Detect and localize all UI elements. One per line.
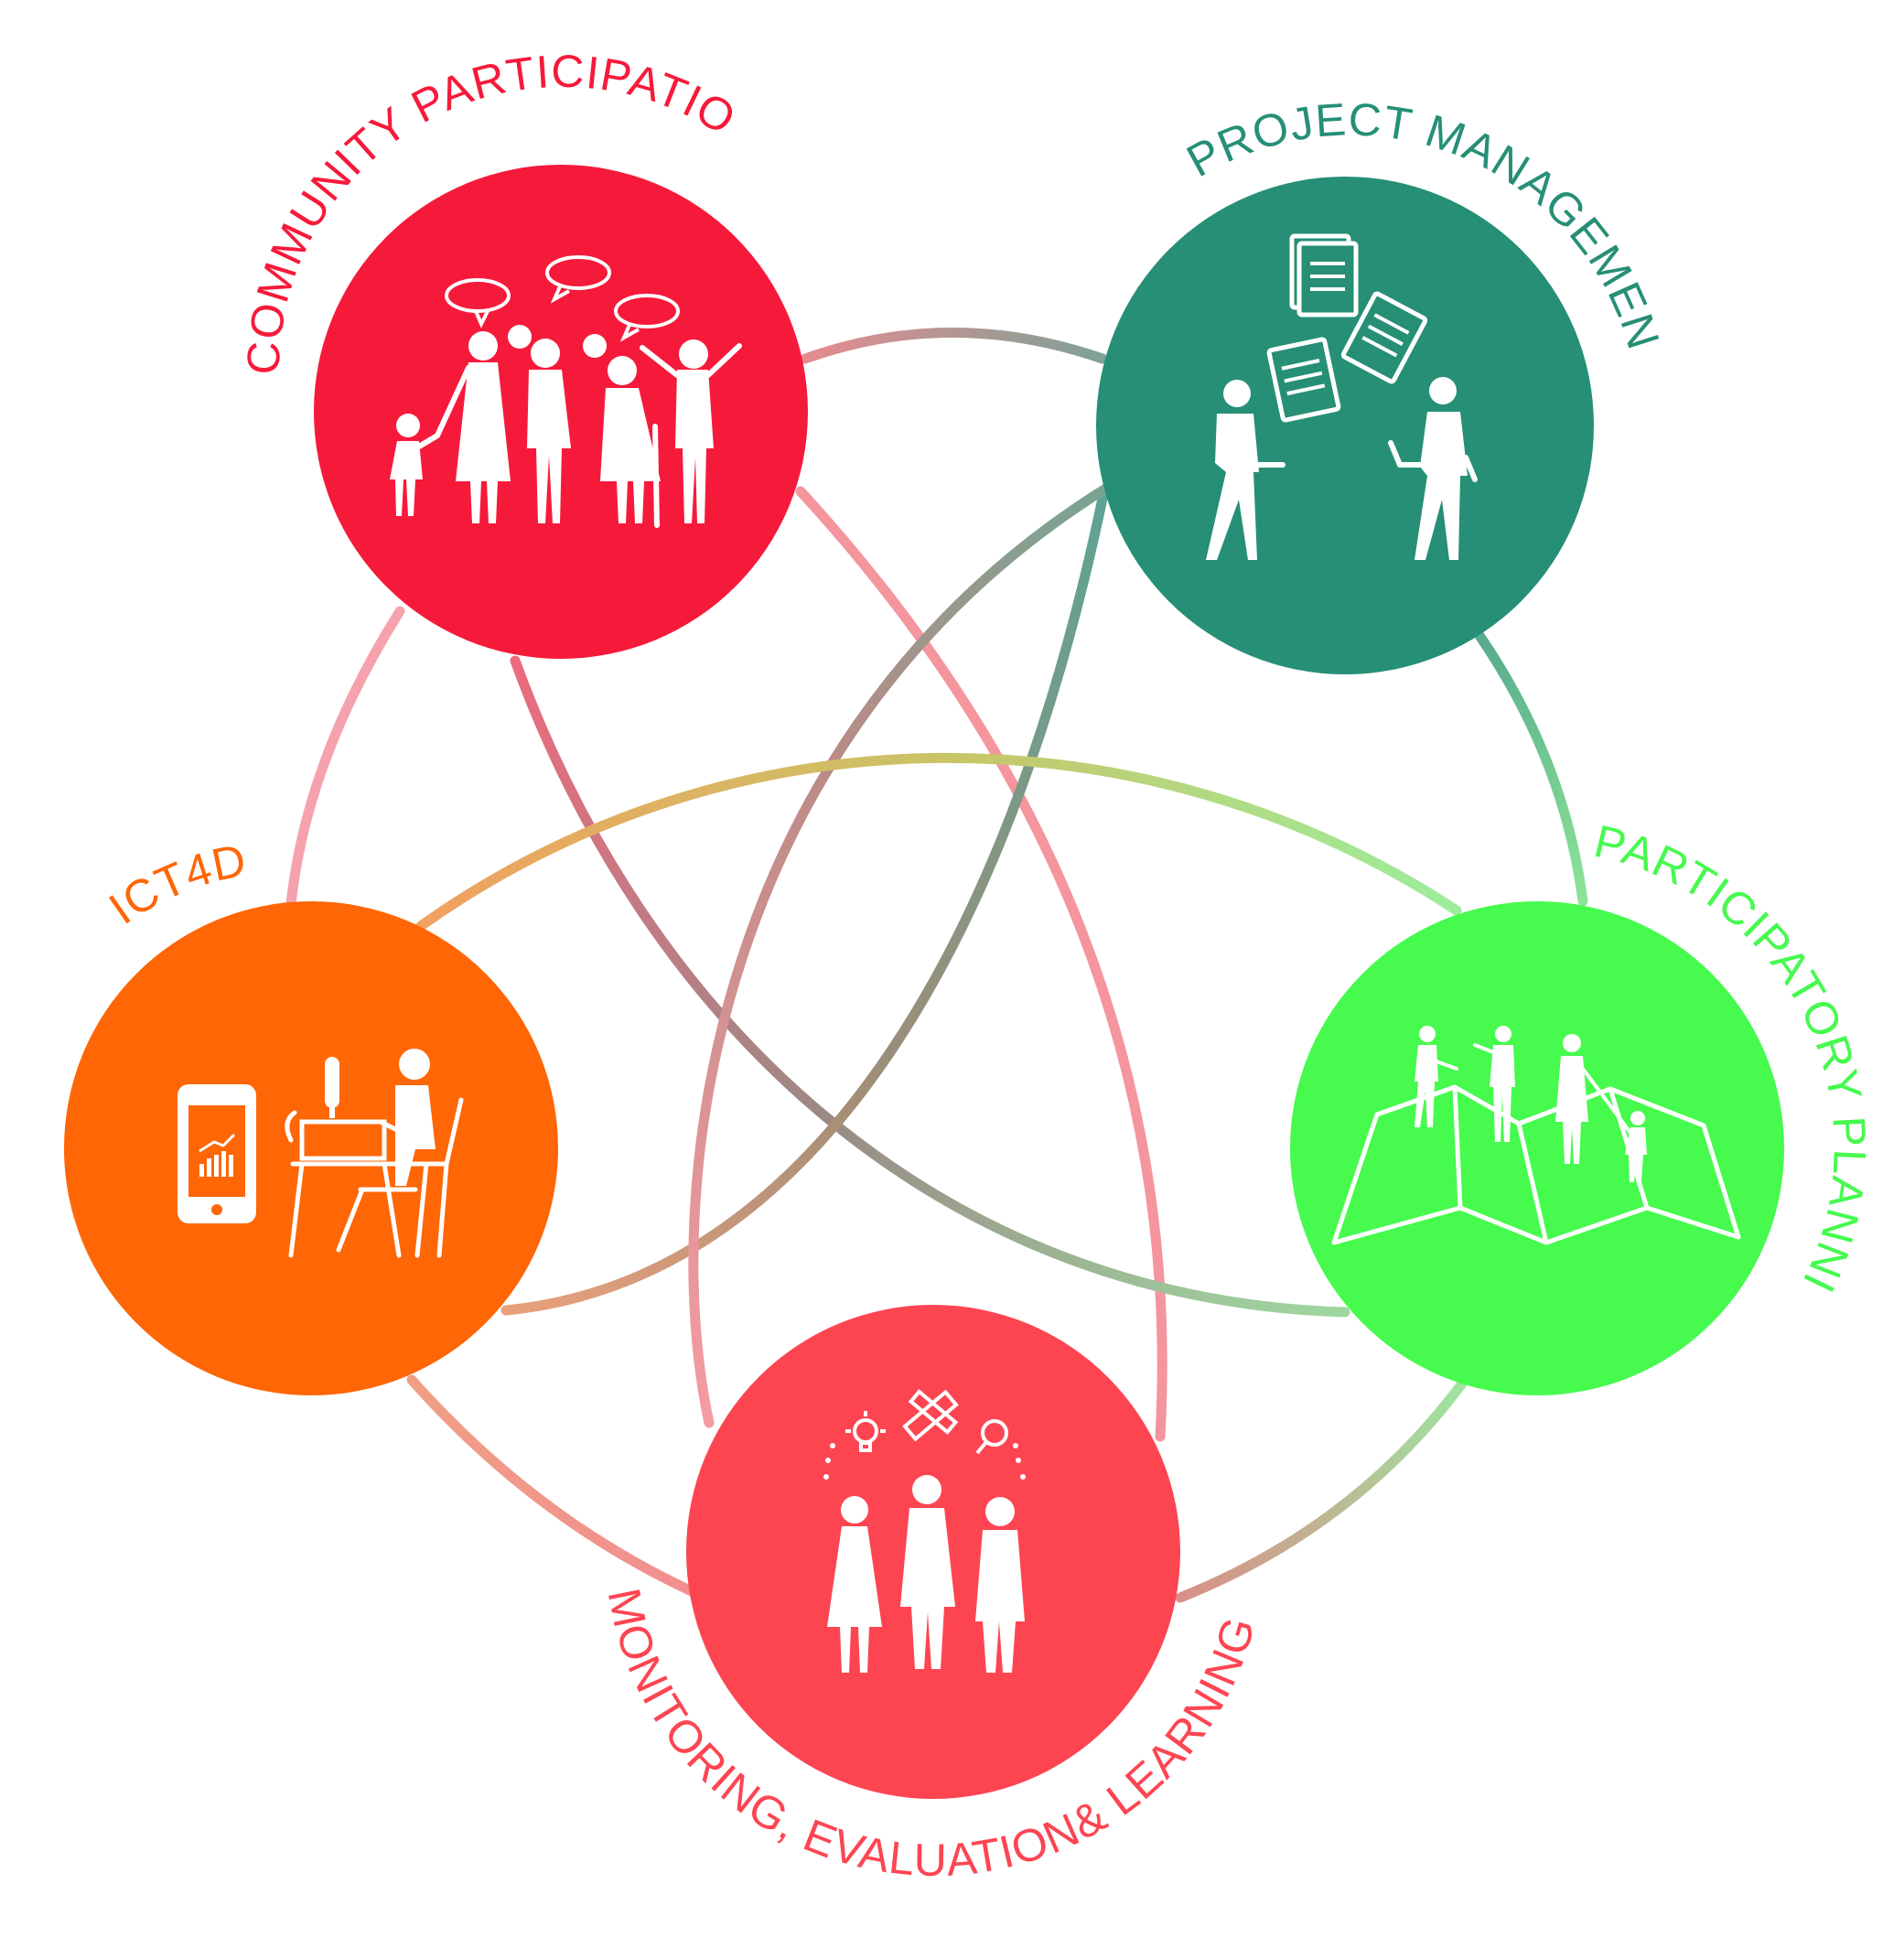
link-community-mel <box>795 486 1167 1442</box>
monitoring-evaluation-learning-icon <box>823 1389 1026 1673</box>
node-participatory-planning <box>1290 901 1784 1395</box>
link-community-planning <box>510 655 1350 1318</box>
link-community-ict <box>285 606 405 910</box>
connection-lines <box>285 328 1588 1603</box>
link-ict-mel <box>406 1374 699 1598</box>
link-planning-mel <box>1175 1378 1468 1603</box>
community-people-speech-icon <box>390 255 742 528</box>
link-project-planning <box>1473 629 1588 907</box>
link-community-project <box>800 328 1108 364</box>
link-ict-planning <box>415 752 1462 931</box>
link-project-ict <box>500 489 1109 1316</box>
project-management-documents-icon <box>1206 233 1478 560</box>
link-project-mel <box>688 482 1113 1428</box>
node-ict4d <box>64 901 558 1395</box>
participatory-planning-map-icon <box>1331 1026 1741 1245</box>
ict4d-phone-computer-icon <box>177 1049 464 1258</box>
